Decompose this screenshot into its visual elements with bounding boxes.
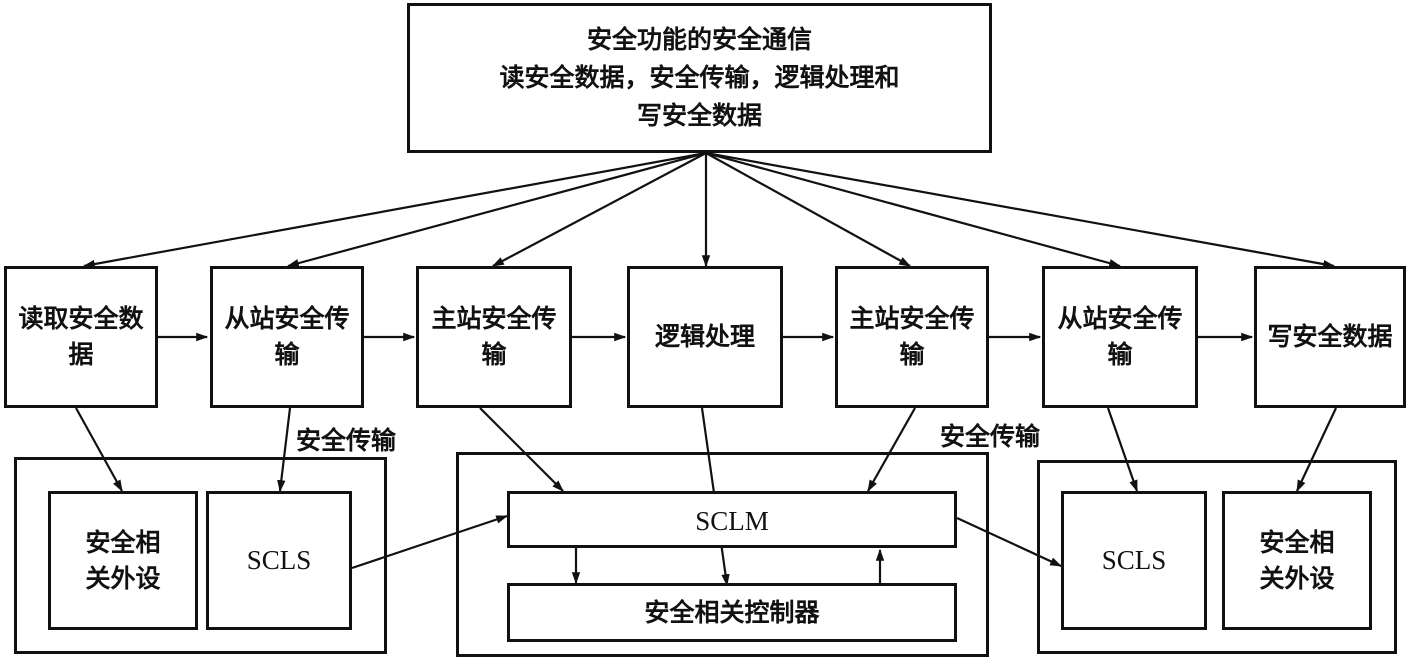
right-group-frame <box>1037 460 1397 654</box>
left-device-box: 安全相关外设 <box>48 491 198 630</box>
fan-arrow-3 <box>491 152 707 267</box>
top-line-3: 写安全数据 <box>636 101 762 130</box>
left-scls-label: SCLS <box>246 545 312 575</box>
row-box-logic: 逻辑处理 <box>627 266 783 408</box>
controller-box: 安全相关控制器 <box>507 583 957 642</box>
down-arrow-5 <box>867 407 916 493</box>
top-line-1: 安全功能的安全通信 <box>586 25 812 54</box>
row-box-master-transfer-left: 主站安全传输 <box>416 266 572 408</box>
row-label-read-data: 读取安全数据 <box>18 304 144 369</box>
sclm-box: SCLM <box>507 491 957 548</box>
middle-group-frame <box>456 452 989 657</box>
scls-to-sclm-arrow <box>351 514 509 570</box>
fan-arrow-5 <box>705 152 912 267</box>
right-device-box: 安全相关外设 <box>1222 491 1372 630</box>
right-scls-box: SCLS <box>1061 491 1207 630</box>
top-box: 安全功能的安全通信 读安全数据，安全传输，逻辑处理和 写安全数据 <box>407 3 992 153</box>
left-scls-box: SCLS <box>206 491 352 630</box>
down-arrow-2 <box>277 407 292 493</box>
row-label-write-data: 写安全数据 <box>1267 322 1393 351</box>
sclm-label: SCLM <box>695 506 769 536</box>
row-box-read-data: 读取安全数据 <box>4 266 158 408</box>
fan-arrow-7 <box>705 151 1336 269</box>
row-box-slave-transfer-left: 从站安全传输 <box>210 266 364 408</box>
row-box-write-data: 写安全数据 <box>1254 266 1406 408</box>
controller-label: 安全相关控制器 <box>644 597 820 627</box>
row-label-master-transfer-left: 主站安全传输 <box>431 304 557 369</box>
left-device-label: 安全相关外设 <box>85 527 161 593</box>
down-arrow-1 <box>75 407 123 493</box>
top-line-2: 读安全数据，安全传输，逻辑处理和 <box>499 63 900 92</box>
group-label-middle: 安全传输 <box>940 422 1041 451</box>
right-scls-label: SCLS <box>1101 545 1167 575</box>
row-label-slave-transfer-right: 从站安全传输 <box>1057 304 1183 369</box>
left-group-frame <box>14 457 387 654</box>
down-arrow-7 <box>1296 407 1337 493</box>
row-box-slave-transfer-right: 从站安全传输 <box>1042 266 1198 408</box>
right-device-label: 安全相关外设 <box>1259 527 1335 593</box>
down-arrow-3 <box>479 407 564 492</box>
row-label-slave-transfer-left: 从站安全传输 <box>224 304 350 369</box>
sclm-to-scls-arrow <box>956 517 1063 567</box>
fan-arrow-2 <box>286 151 707 268</box>
fan-arrow-1 <box>82 151 707 269</box>
group-label-left: 安全传输 <box>296 426 397 455</box>
row-label-master-transfer-right: 主站安全传输 <box>849 304 975 369</box>
fan-arrow-6 <box>705 151 1122 268</box>
down-arrow-6 <box>1106 407 1139 493</box>
row-label-logic: 逻辑处理 <box>654 322 755 351</box>
row-box-master-transfer-right: 主站安全传输 <box>835 266 989 408</box>
